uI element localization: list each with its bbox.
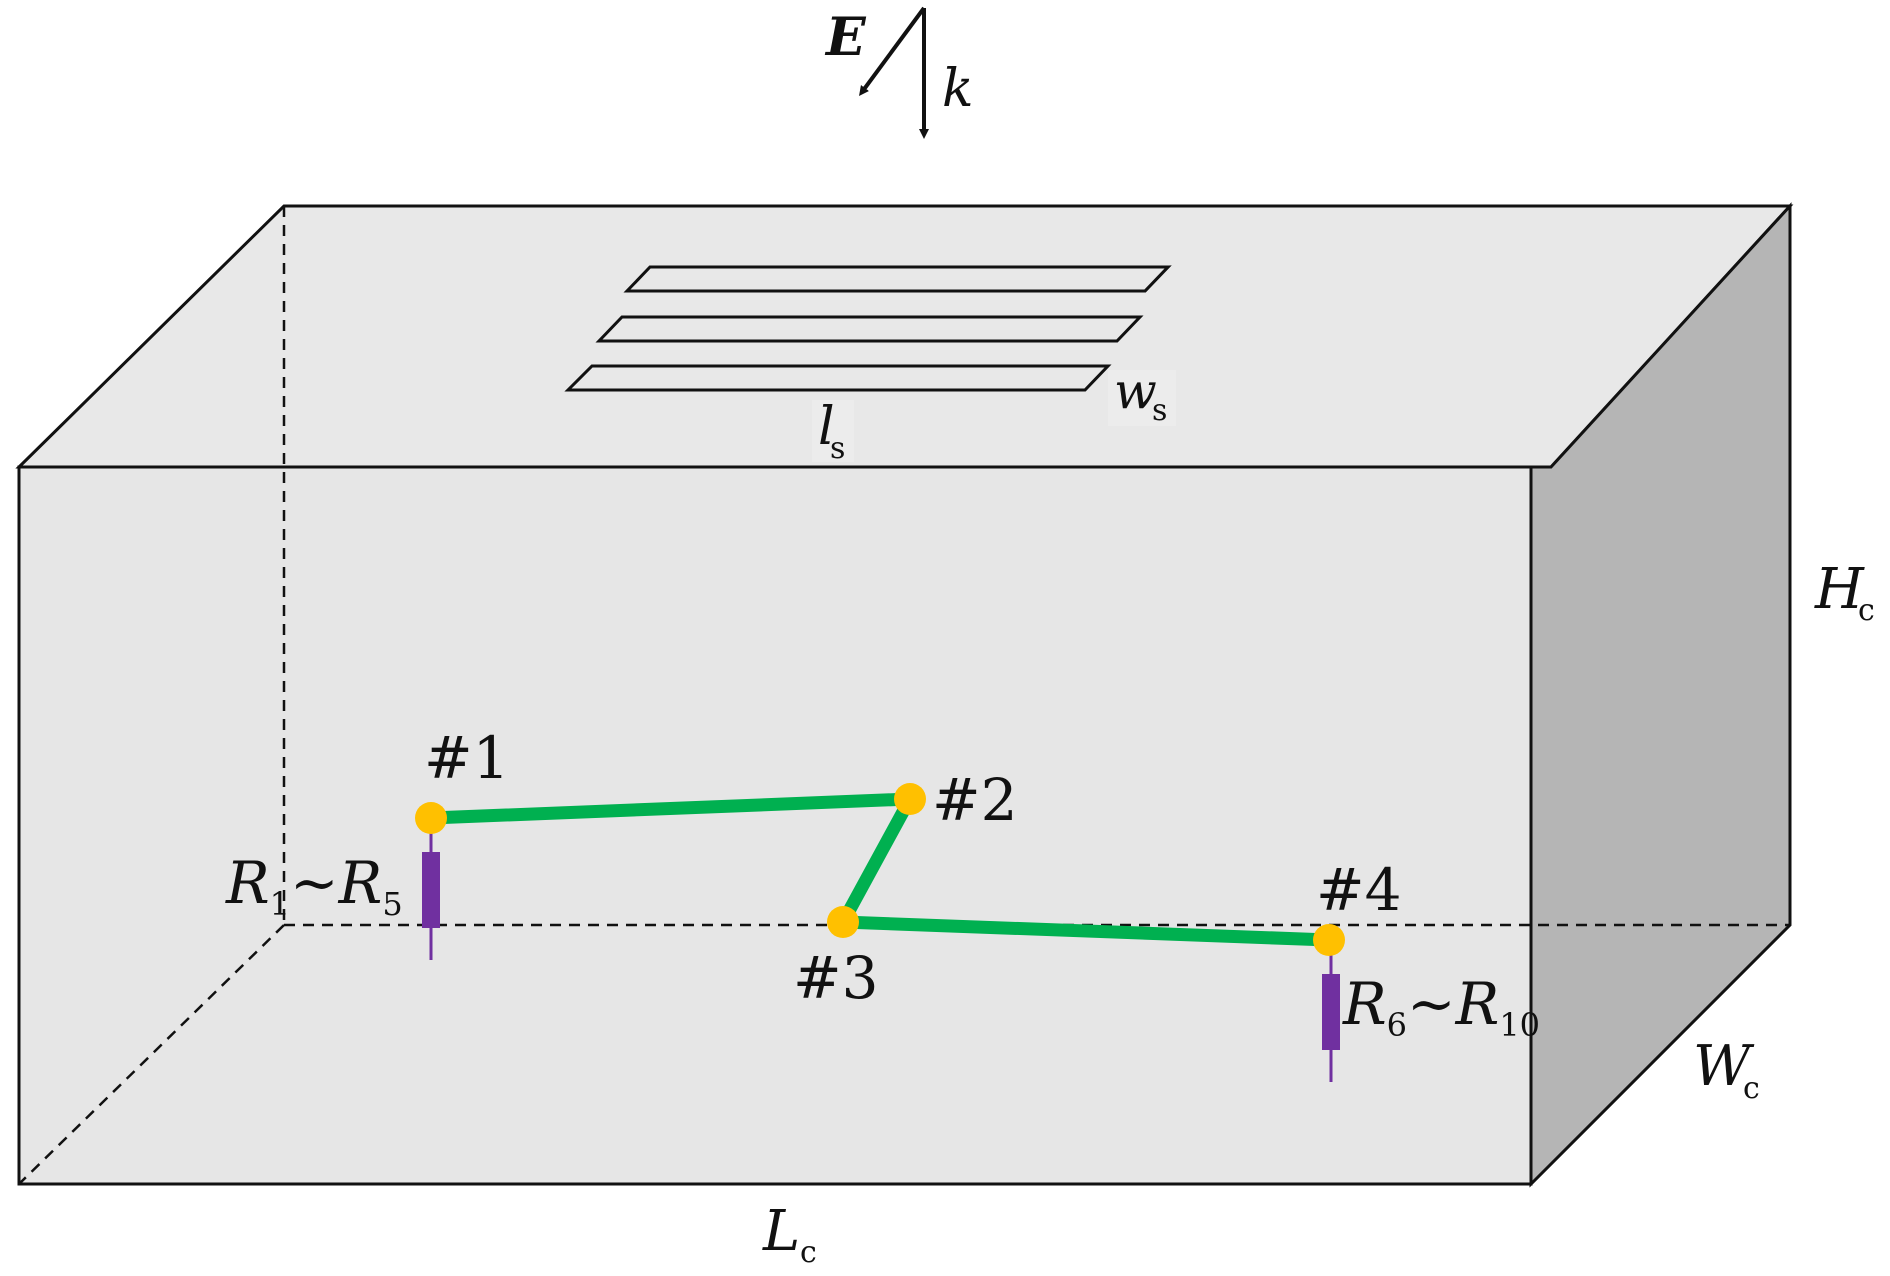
e-field-arrow <box>859 6 926 97</box>
cavity-side-face <box>1529 202 1792 1188</box>
cavity-width-subscript: c <box>1743 1071 1760 1106</box>
wire-segment-3-4 <box>836 915 1336 947</box>
load-left-resistor <box>422 852 440 928</box>
node-2-label: #2 <box>932 766 1018 834</box>
cavity-length-label: L <box>762 1199 800 1264</box>
k-vector-label: k <box>942 59 974 119</box>
load-left-label: R1~R5 <box>225 849 403 923</box>
cavity-front-face <box>17 465 1533 1186</box>
ws-label-bg <box>1108 370 1176 426</box>
cavity-width-label: W <box>1693 1034 1755 1099</box>
slot-length-subscript: s <box>830 431 845 466</box>
load-right-label: R6~R10 <box>1342 970 1540 1044</box>
node-2 <box>894 783 926 815</box>
node-1 <box>415 802 447 834</box>
e-field-label: E <box>824 7 867 68</box>
wire-segment-2-3 <box>836 792 917 929</box>
slot-2 <box>595 315 1144 343</box>
cavity-length-subscript: c <box>800 1235 817 1270</box>
node-3-label: #3 <box>793 944 879 1012</box>
slot-width-subscript: s <box>1152 393 1167 428</box>
wire-segment-1-2 <box>424 792 917 825</box>
slot-width-label: w <box>1114 362 1157 420</box>
hidden-edge-bottom-left <box>18 924 285 1185</box>
slot-1-outline <box>623 265 1172 293</box>
slot-length-label: l <box>818 397 835 457</box>
ls-label-bg <box>812 400 854 462</box>
slot-3 <box>564 364 1112 392</box>
node-3 <box>827 906 859 938</box>
cavity-height-label: H <box>1814 557 1865 622</box>
node-1-label: #1 <box>424 724 510 792</box>
node-4-label: #4 <box>1316 856 1402 924</box>
node-4 <box>1313 924 1345 956</box>
load-right-resistor <box>1322 974 1340 1050</box>
cavity-height-subscript: c <box>1858 593 1875 628</box>
